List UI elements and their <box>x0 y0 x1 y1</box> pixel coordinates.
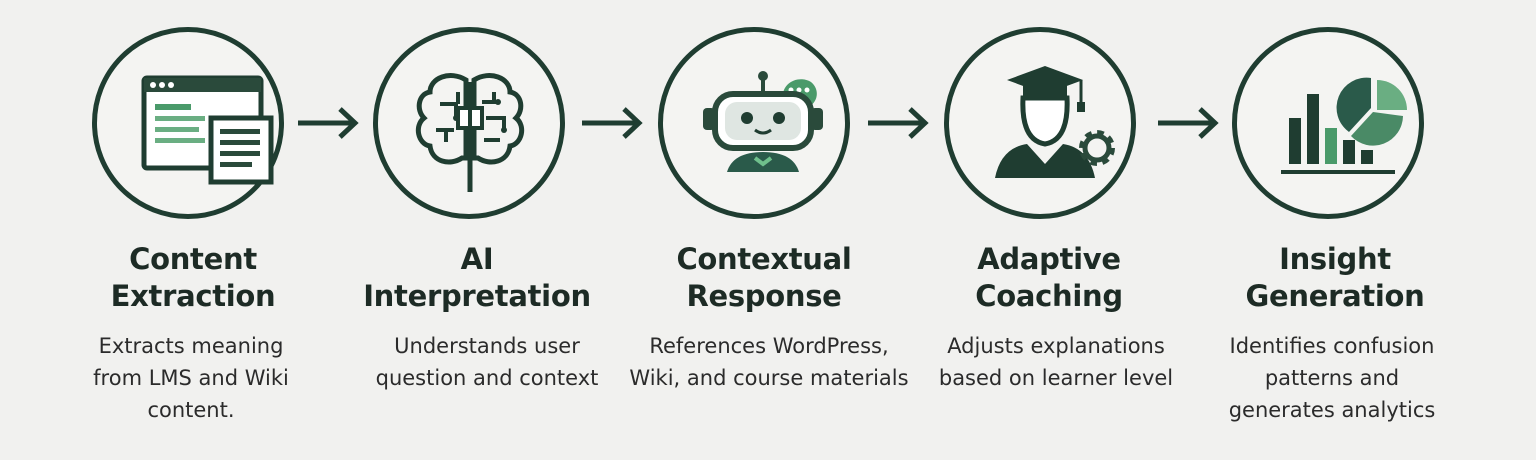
step-2-description: Understands user question and context <box>375 334 599 390</box>
step-2-title: AI Interpretation <box>363 242 591 313</box>
step-1-title: Content Extraction <box>110 242 276 313</box>
step-1-circle <box>92 27 284 219</box>
arrow-icon <box>1158 107 1219 139</box>
arrow-icon <box>298 107 359 139</box>
step-5-description: Identifies confusion patterns and genera… <box>1228 334 1436 422</box>
step-4-circle <box>944 27 1136 219</box>
arrow-icon <box>582 107 643 139</box>
step-1-description: Extracts meaning from LMS and Wiki conte… <box>93 334 289 422</box>
step-3-description: References WordPress, Wiki, and course m… <box>629 334 909 390</box>
graduate-gear-icon <box>995 66 1115 178</box>
step-5-circle <box>1232 27 1424 219</box>
step-4-title: Adaptive Coaching <box>975 242 1123 313</box>
arrow-icon <box>868 107 929 139</box>
chatbot-icon <box>703 71 823 172</box>
step-5-title: Insight Generation <box>1245 242 1425 313</box>
analytics-chart-icon <box>1281 77 1407 174</box>
browser-document-icon <box>141 75 274 185</box>
step-2-circle <box>373 27 565 219</box>
step-3-title: Contextual Response <box>676 242 852 313</box>
brain-circuit-icon <box>415 73 525 192</box>
gear-icon <box>1079 130 1115 166</box>
step-3-circle <box>658 27 850 219</box>
step-4-description: Adjusts explanations based on learner le… <box>938 334 1174 390</box>
